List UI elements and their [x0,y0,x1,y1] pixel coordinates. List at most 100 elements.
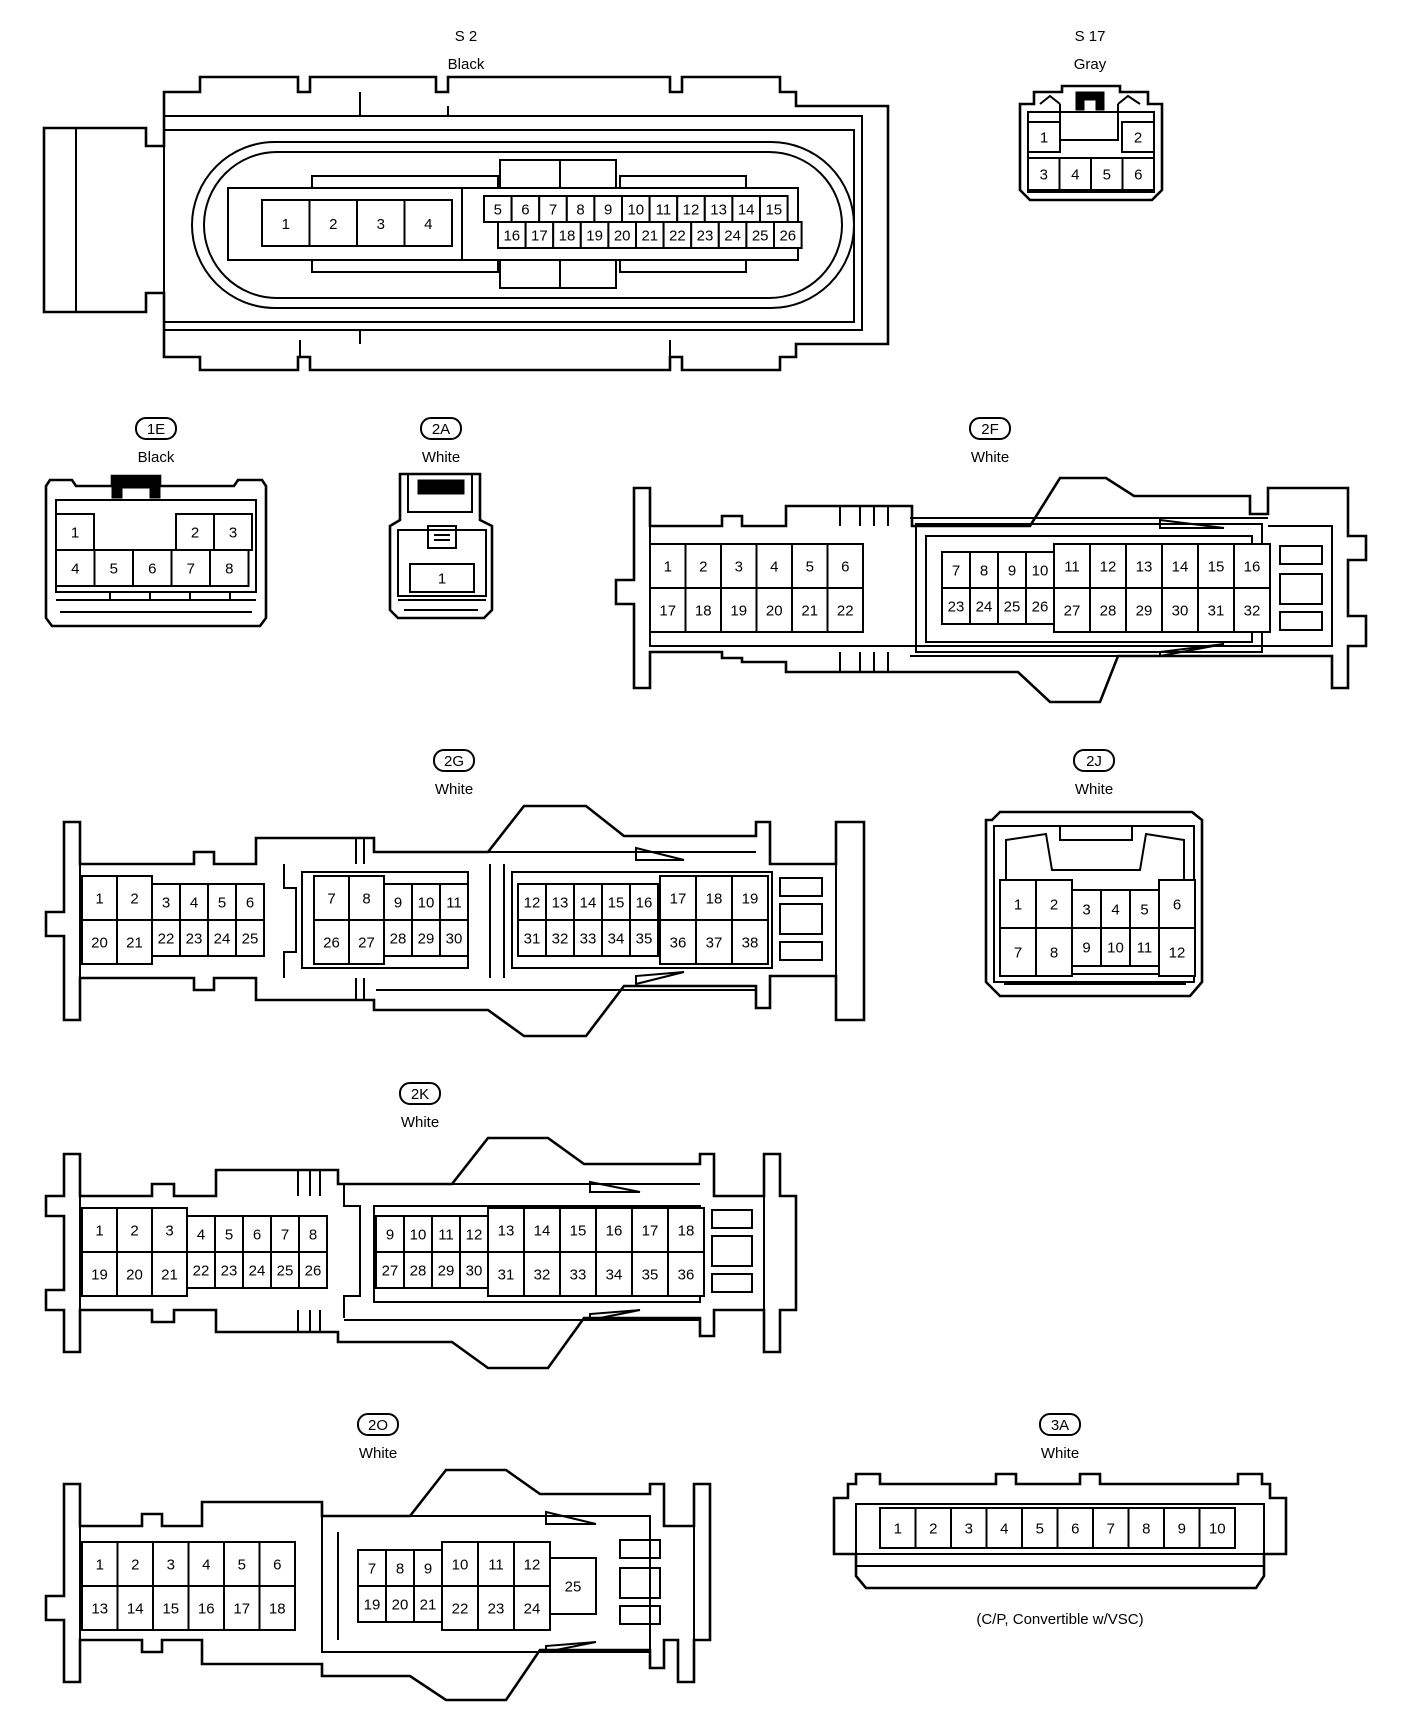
pin-number: 4 [71,560,79,577]
pin-cavity [81,1585,119,1631]
pin-cavity [385,1585,415,1623]
pin-number: 10 [1032,562,1049,579]
pin-cavity [411,919,441,957]
pin-number: 9 [386,1226,394,1243]
connector-code-2j: 2J [1086,753,1102,770]
pin-number: 14 [1172,558,1189,575]
pin-number: 30 [1172,602,1189,619]
pin-number: 25 [242,930,259,947]
pin-number: 6 [246,894,254,911]
pin-number: 1 [71,524,79,541]
connector-badge-1e [135,417,177,440]
pin-number: 18 [695,602,712,619]
pin-number: 10 [627,201,644,218]
pin-number: 4 [1000,1520,1008,1537]
pin-cavity [81,919,118,965]
pin-cavity [773,221,803,249]
pin-number: 28 [390,930,407,947]
pin-number: 7 [327,890,335,907]
pin-number: 5 [1140,901,1148,918]
pin-number: 13 [498,1222,515,1239]
pin-number: 5 [238,1556,246,1573]
pin-number: 24 [249,1262,266,1279]
pin-number: 20 [766,602,783,619]
pin-number: 12 [466,1226,483,1243]
connector-color-1e: Black [138,449,175,466]
connector-color-s17: Gray [1074,56,1107,73]
pin-number: 15 [1208,558,1225,575]
pin-number: 1 [282,216,290,233]
pin-cavity [1121,121,1155,153]
pin-number: 6 [253,1226,261,1243]
pin-number: 6 [1134,166,1142,183]
pin-number: 21 [641,227,658,244]
pin-number: 5 [225,1226,233,1243]
pin-number: 20 [91,934,108,951]
pin-number: 8 [225,560,233,577]
pin-number: 19 [91,1266,108,1283]
pin-cavity [1100,927,1131,967]
pin-cavity [403,199,453,247]
pin-number: 2 [130,1222,138,1239]
pin-number: 11 [1137,939,1153,956]
pin-cavity [409,563,475,593]
pin-cavity [93,549,134,587]
pin-number: 33 [580,930,597,947]
pin-number: 15 [765,201,782,218]
pin-cavity [175,513,215,551]
pin-number: 6 [521,201,529,218]
pin-number: 30 [446,930,463,947]
pin-cavity [513,1585,551,1631]
pin-number: 21 [126,934,143,951]
connector-badge-2k [399,1082,441,1105]
pin-cavity [413,1585,443,1623]
pin-number: 23 [948,598,965,615]
pin-cavity [348,919,385,965]
pin-number: 4 [190,894,198,911]
pin-number: 8 [1142,1520,1150,1537]
pin-number: 6 [1071,1520,1079,1537]
pin-number: 16 [503,227,520,244]
pin-number: 3 [229,524,237,541]
pin-number: 3 [165,1222,173,1239]
pin-number: 26 [323,934,340,951]
pin-cavity [720,543,758,589]
pin-cavity [223,1585,261,1631]
pin-number: 16 [606,1222,623,1239]
pin-cavity [635,221,665,249]
pin-cavity [731,919,769,965]
pin-number: 28 [1100,602,1117,619]
pin-cavity [731,875,769,921]
pin-number: 34 [606,1266,623,1283]
pin-number: 16 [636,894,653,911]
pin-number: 20 [614,227,631,244]
pin-cavity [258,1585,296,1631]
connector-code-2g: 2G [444,753,464,770]
pin-number: 17 [670,890,687,907]
connector-note-3a: (C/P, Convertible w/VSC) [976,1611,1143,1628]
pin-cavity [649,543,687,589]
pin-number: 11 [446,894,462,911]
pin-number: 23 [221,1262,238,1279]
pin-number: 8 [396,1560,404,1577]
pin-number: 11 [1064,558,1080,575]
pin-number: 30 [466,1262,483,1279]
connector-color-s2: Black [448,56,485,73]
pin-cavity [1021,1507,1059,1549]
pin-cavity [81,1207,118,1253]
pin-cavity [690,221,720,249]
pin-number: 22 [158,930,175,947]
pin-number: 3 [965,1520,973,1537]
pin-number: 19 [586,227,603,244]
pin-cavity [441,1585,479,1631]
pin-number: 14 [127,1600,144,1617]
pin-cavity [439,883,469,921]
pin-number: 17 [233,1600,250,1617]
pin-number: 22 [669,227,686,244]
